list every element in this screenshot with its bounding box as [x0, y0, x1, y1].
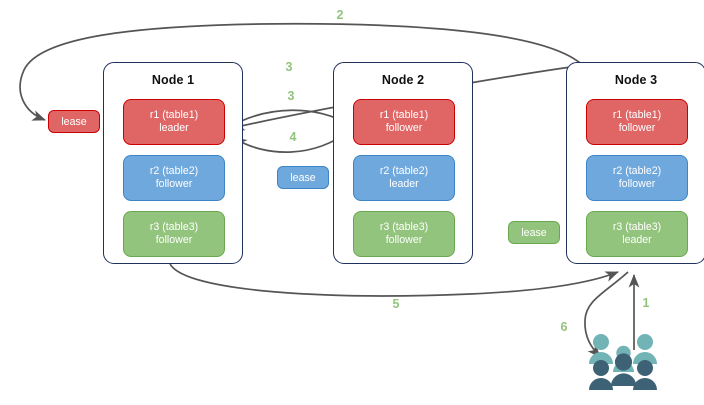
replica-role: follower — [385, 122, 423, 134]
replica-n2r3: r3 (table3) follower — [353, 211, 455, 257]
replica-role: follower — [155, 234, 193, 246]
edge-step-5 — [169, 263, 619, 297]
node-title: Node 2 — [381, 73, 425, 87]
replica-n1r2: r2 (table2) follower — [123, 155, 225, 201]
replica-name: r2 (table2) — [149, 164, 199, 177]
replica-role: leader — [622, 234, 652, 246]
lease-label: lease — [290, 171, 316, 184]
node-box-node2: Node 2 r1 (table1) follower r2 (table2) … — [333, 62, 473, 264]
users-back-row — [589, 334, 657, 372]
replica-n1r1: r1 (table1) leader — [123, 99, 225, 145]
replica-name: r3 (table3) — [149, 220, 199, 233]
node-box-node1: Node 1 r1 (table1) leader r2 (table2) fo… — [103, 62, 243, 264]
lease-label: lease — [521, 226, 547, 239]
replica-name: r1 (table1) — [149, 108, 199, 121]
replica-n3r2: r2 (table2) follower — [586, 155, 688, 201]
step-label-1: 1 — [642, 296, 650, 310]
replica-role: follower — [618, 178, 656, 190]
replica-n2r2: r2 (table2) leader — [353, 155, 455, 201]
replica-name: r3 (table3) — [379, 220, 429, 233]
lease-badge-r2: lease — [277, 166, 329, 189]
step-label-6: 6 — [560, 320, 568, 334]
replica-name: r2 (table2) — [379, 164, 429, 177]
users-front-row — [589, 353, 657, 390]
step-label-4: 4 — [289, 130, 297, 144]
replica-name: r1 (table1) — [379, 108, 429, 121]
step-label-3a: 3 — [285, 60, 293, 74]
replica-role: leader — [159, 122, 189, 134]
replica-name: r3 (table3) — [612, 220, 662, 233]
replica-role: follower — [385, 234, 423, 246]
step-label-3b: 3 — [287, 89, 295, 103]
replica-name: r1 (table1) — [612, 108, 662, 121]
replica-role: follower — [618, 122, 656, 134]
edge-step-3b — [227, 109, 349, 129]
node-box-node3: Node 3 r1 (table1) follower r2 (table2) … — [566, 62, 704, 264]
replica-role: leader — [389, 178, 419, 190]
users-icon — [589, 334, 657, 390]
node-title: Node 1 — [151, 73, 195, 87]
replica-role: follower — [155, 178, 193, 190]
replica-n2r1: r1 (table1) follower — [353, 99, 455, 145]
replica-name: r2 (table2) — [612, 164, 662, 177]
lease-badge-r3: lease — [508, 221, 560, 244]
replica-n3r3: r3 (table3) leader — [586, 211, 688, 257]
step-label-2: 2 — [336, 8, 344, 22]
replica-n3r1: r1 (table1) follower — [586, 99, 688, 145]
replica-n1r3: r3 (table3) follower — [123, 211, 225, 257]
lease-label: lease — [61, 115, 87, 128]
lease-badge-r1: lease — [48, 110, 100, 133]
node-title: Node 3 — [614, 73, 658, 87]
step-label-5: 5 — [392, 297, 400, 311]
